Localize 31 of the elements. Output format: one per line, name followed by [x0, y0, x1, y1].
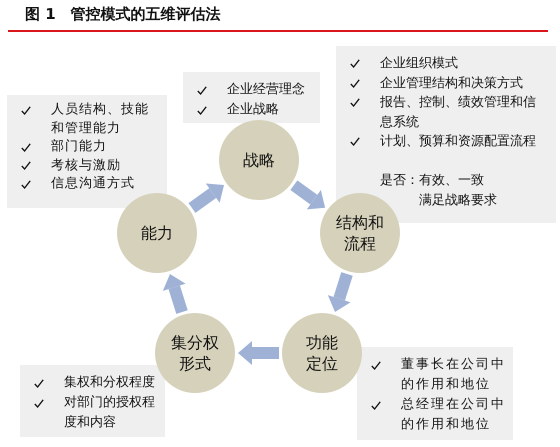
block-arrow [238, 341, 279, 365]
list-item: 集权和分权程度 [64, 374, 156, 392]
info-box [357, 347, 513, 440]
info-box [183, 72, 320, 123]
info-box [7, 95, 167, 208]
list-item: 企业战略 [227, 101, 280, 119]
info-box [20, 365, 165, 437]
list-item: 人员结构、技能和管理能力 [51, 101, 150, 138]
note-text: 是否：有效、一致 [380, 172, 485, 190]
note-text: 满足战略要求 [419, 192, 498, 210]
list-item: 总经理在公司中的作用和地位 [401, 396, 507, 434]
list-item: 信息沟通方式 [51, 175, 136, 193]
list-item: 董事长在公司中的作用和地位 [401, 356, 507, 394]
circle-label: 能力 [140, 222, 174, 244]
list-item: 对部门的授权程度和内容 [64, 394, 156, 432]
block-arrow [188, 183, 224, 213]
list-item: 企业管理结构和决策方式 [380, 74, 524, 92]
figure-title: 图 1 管控模式的五维评估法 [25, 5, 221, 24]
block-arrow [162, 274, 188, 314]
list-item: 考核与激励 [51, 156, 122, 174]
list-item: 部门能力 [51, 138, 108, 156]
circle-label: 战略 [242, 150, 276, 170]
circle-label: 功能定位 [305, 332, 339, 374]
block-arrow [290, 180, 326, 210]
list-item: 计划、预算和资源配置流程 [380, 133, 537, 151]
list-item: 企业经营理念 [227, 81, 306, 99]
circle-label: 集分权形式 [170, 332, 220, 374]
circle-label: 结构和流程 [335, 212, 385, 254]
block-arrow [328, 272, 353, 312]
list-item: 企业组织模式 [380, 55, 459, 73]
list-item: 报告、控制、绩效管理和信息系统 [380, 94, 537, 132]
